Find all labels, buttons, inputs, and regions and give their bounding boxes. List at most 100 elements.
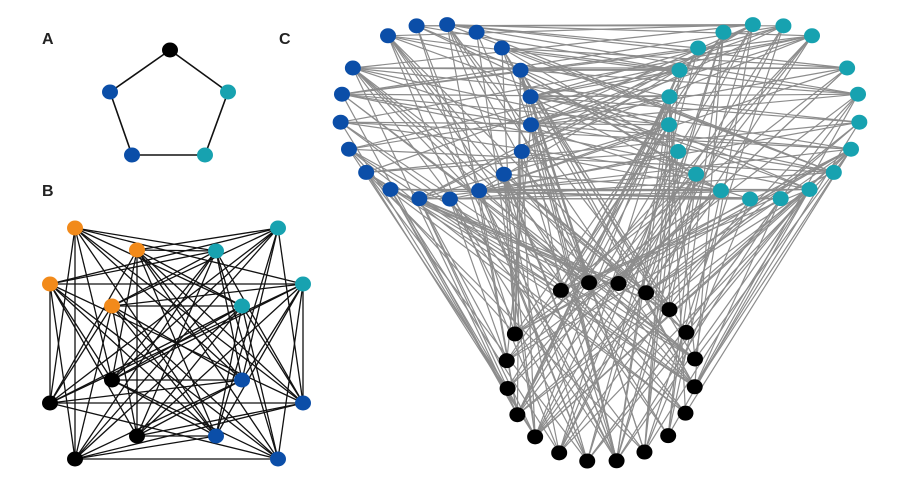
graph-node xyxy=(686,379,703,395)
graph-edge xyxy=(277,227,304,404)
graph-edge xyxy=(534,173,697,438)
graph-node xyxy=(498,353,515,369)
graph-node xyxy=(495,166,512,182)
graph-node xyxy=(234,372,250,388)
panel-c-label: C xyxy=(279,31,291,48)
graph-edge xyxy=(530,96,670,126)
graph-edge xyxy=(215,250,279,460)
graph-edge xyxy=(530,24,754,126)
graph-edge xyxy=(111,249,138,381)
graph-edge xyxy=(501,47,680,71)
graph-edge xyxy=(111,305,138,437)
graph-node xyxy=(332,114,349,130)
graph-node xyxy=(851,114,868,130)
graph-edge xyxy=(387,35,859,95)
graph-node xyxy=(162,42,178,58)
graph-node xyxy=(234,298,250,314)
graph-node xyxy=(197,147,213,163)
graph-edge xyxy=(617,173,697,284)
graph-edge xyxy=(558,96,671,453)
graph-edge xyxy=(694,198,782,388)
graph-edge xyxy=(447,23,699,49)
graph-edge xyxy=(352,67,696,388)
graph-edge xyxy=(514,70,522,334)
graph-node xyxy=(671,62,688,78)
graph-edge xyxy=(530,25,784,98)
graph-edge xyxy=(49,227,279,285)
graph-edge xyxy=(365,25,784,173)
graph-node xyxy=(661,89,678,105)
graph-edge xyxy=(517,188,810,416)
graph-node xyxy=(661,302,678,318)
graph-edge xyxy=(74,227,243,381)
graph-edge xyxy=(241,283,304,381)
graph-node xyxy=(513,143,530,159)
graph-edge xyxy=(215,227,279,437)
graph-edge xyxy=(669,148,852,311)
graph-node xyxy=(471,183,488,199)
graph-edge xyxy=(352,67,751,200)
graph-edge xyxy=(519,69,687,333)
graph-edge xyxy=(694,148,852,388)
graph-node xyxy=(333,86,350,102)
graph-edge xyxy=(514,190,722,335)
graph-node xyxy=(843,141,860,157)
graph-node xyxy=(382,181,399,197)
graph-node xyxy=(825,164,842,180)
panel-a-graph xyxy=(102,42,236,163)
graph-edge xyxy=(506,93,859,362)
graph-node xyxy=(439,17,456,33)
graph-node xyxy=(772,191,789,207)
graph-edge xyxy=(416,25,680,71)
graph-edge xyxy=(111,227,279,381)
graph-node xyxy=(67,451,83,467)
graph-node xyxy=(124,147,140,163)
graph-edge xyxy=(111,283,304,381)
graph-edge xyxy=(416,25,516,335)
graph-edge xyxy=(136,305,243,437)
graph-edge xyxy=(169,49,229,93)
graph-node xyxy=(295,276,311,292)
graph-edge xyxy=(558,198,751,454)
graph-edge xyxy=(588,148,852,284)
graph-edge xyxy=(341,93,834,173)
graph-node xyxy=(688,166,705,182)
graph-node xyxy=(661,117,678,133)
graph-edge xyxy=(503,174,516,335)
graph-edge xyxy=(74,227,217,252)
graph-edge xyxy=(352,67,645,453)
graph-edge xyxy=(447,23,848,69)
graph-edge xyxy=(109,49,171,93)
graph-edge xyxy=(586,32,725,462)
graph-edge xyxy=(74,379,243,460)
graph-node xyxy=(295,395,311,411)
graph-node xyxy=(380,28,396,44)
graph-edge xyxy=(530,69,680,98)
graph-edge xyxy=(215,250,304,404)
graph-node xyxy=(468,24,485,40)
graph-edge xyxy=(514,198,751,335)
graph-edge xyxy=(74,227,243,307)
graph-edge xyxy=(615,96,671,461)
graph-edge xyxy=(111,227,279,307)
graph-edge xyxy=(136,227,279,251)
graph-node xyxy=(344,60,361,76)
graph-edge xyxy=(447,24,859,95)
graph-edge xyxy=(516,121,860,416)
graph-edge xyxy=(506,198,781,362)
panel-c-graph xyxy=(332,17,868,469)
graph-edge xyxy=(215,283,304,437)
graph-edge xyxy=(348,148,562,291)
graph-edge xyxy=(586,189,811,462)
graph-node xyxy=(715,24,732,40)
graph-edge xyxy=(365,171,686,414)
graph-edge xyxy=(507,67,848,389)
graph-node xyxy=(129,428,145,444)
graph-edge xyxy=(419,25,784,200)
graph-node xyxy=(506,326,523,342)
graph-edge xyxy=(74,227,217,437)
graph-edge xyxy=(667,189,811,436)
graph-node xyxy=(104,372,120,388)
graph-edge xyxy=(74,402,304,460)
graph-edge xyxy=(645,121,860,294)
